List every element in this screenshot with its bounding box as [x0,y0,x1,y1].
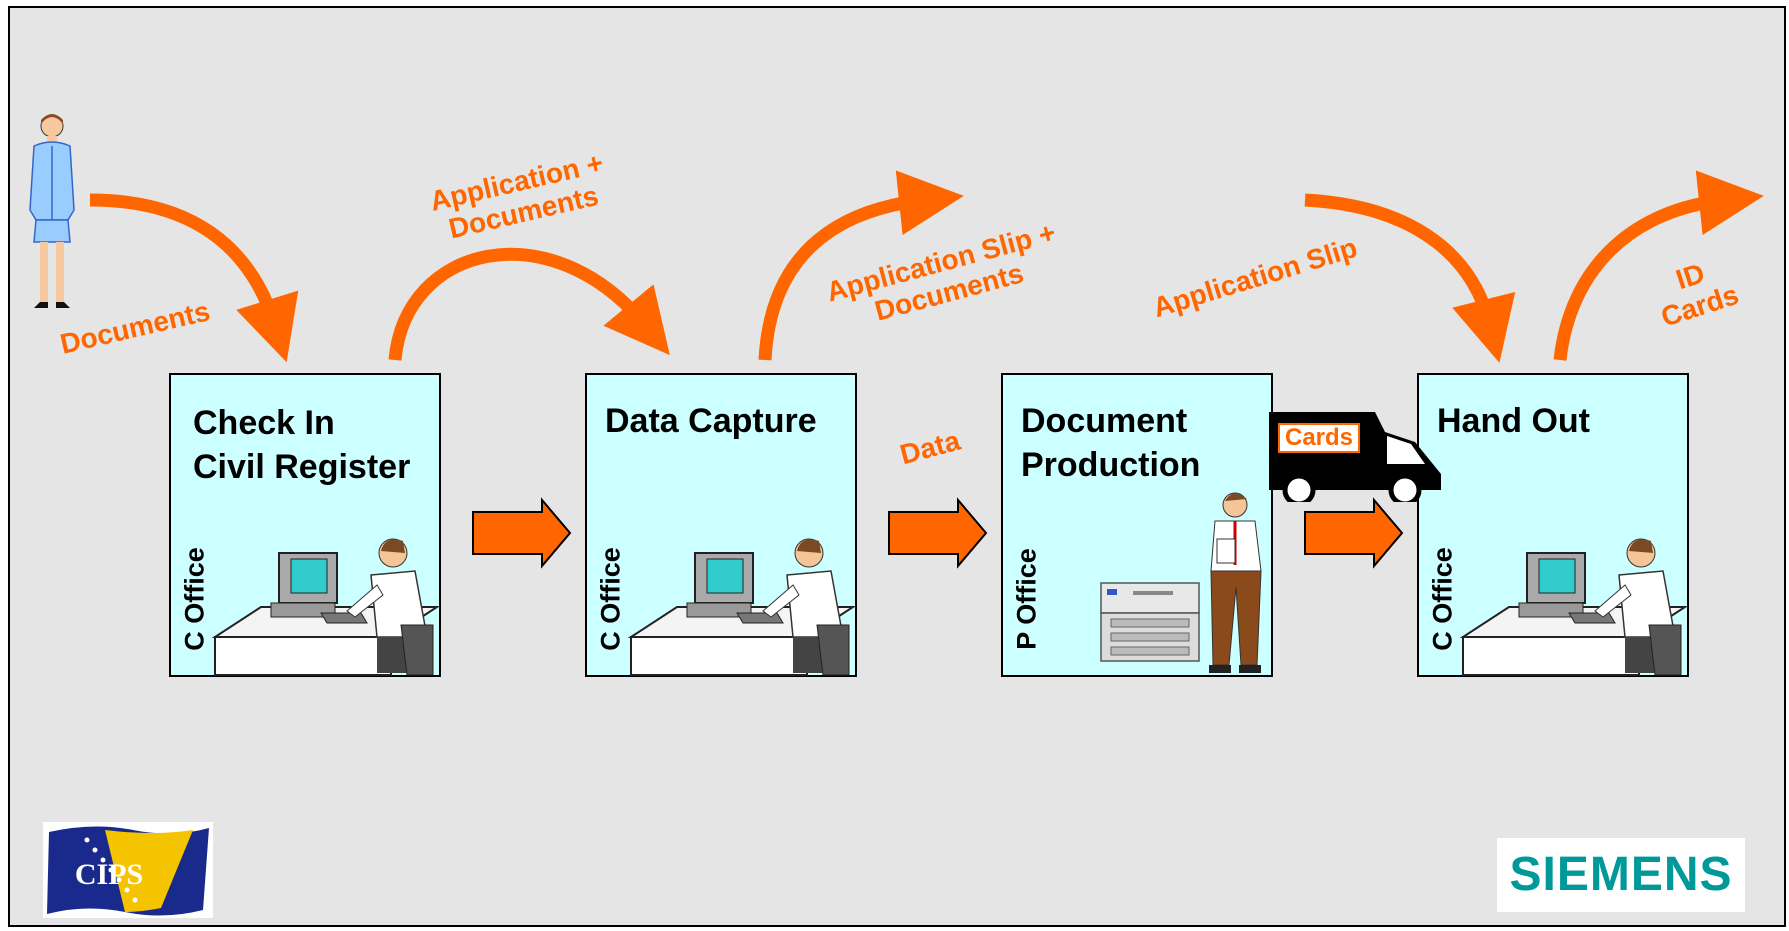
worker-with-paper-icon [1209,492,1262,673]
workstation-operator-icon [627,538,857,676]
cips-logo-text: CIPS [75,858,143,891]
curved-arrow-id-cards [1553,170,1764,361]
siemens-logo-text: SIEMENS [1509,848,1733,901]
cips-logo: CIPS [43,822,213,918]
curved-arrow-application-documents [388,247,670,361]
station-title: Hand Out [1437,402,1590,440]
siemens-logo: SIEMENS [1497,838,1745,912]
straight-arrow-3 [1304,497,1404,569]
straight-arrow-2 [888,497,988,569]
workstation-operator-icon [211,538,441,676]
curved-arrow-application-slip-out [758,170,964,361]
station-data-capture: Data Capture C Office [585,373,857,677]
curved-arrow-documents [89,193,299,363]
curved-arrow-application-slip-in [1304,193,1516,363]
station-hand-out: Hand Out C Office [1417,373,1689,677]
station-document-production: Document Production P Office [1001,373,1273,677]
woman-icon [29,114,75,308]
station-title: Data Capture [605,402,817,440]
van-cards-label: Cards [1278,423,1360,453]
workstation-operator-icon [1459,538,1689,676]
station-check-in: Check In Civil Register C Office [169,373,441,677]
straight-arrow-1 [472,497,572,569]
printer-icon [1100,582,1200,662]
station-title: Document Production [1021,402,1201,484]
station-title: Check In Civil Register [193,404,411,486]
